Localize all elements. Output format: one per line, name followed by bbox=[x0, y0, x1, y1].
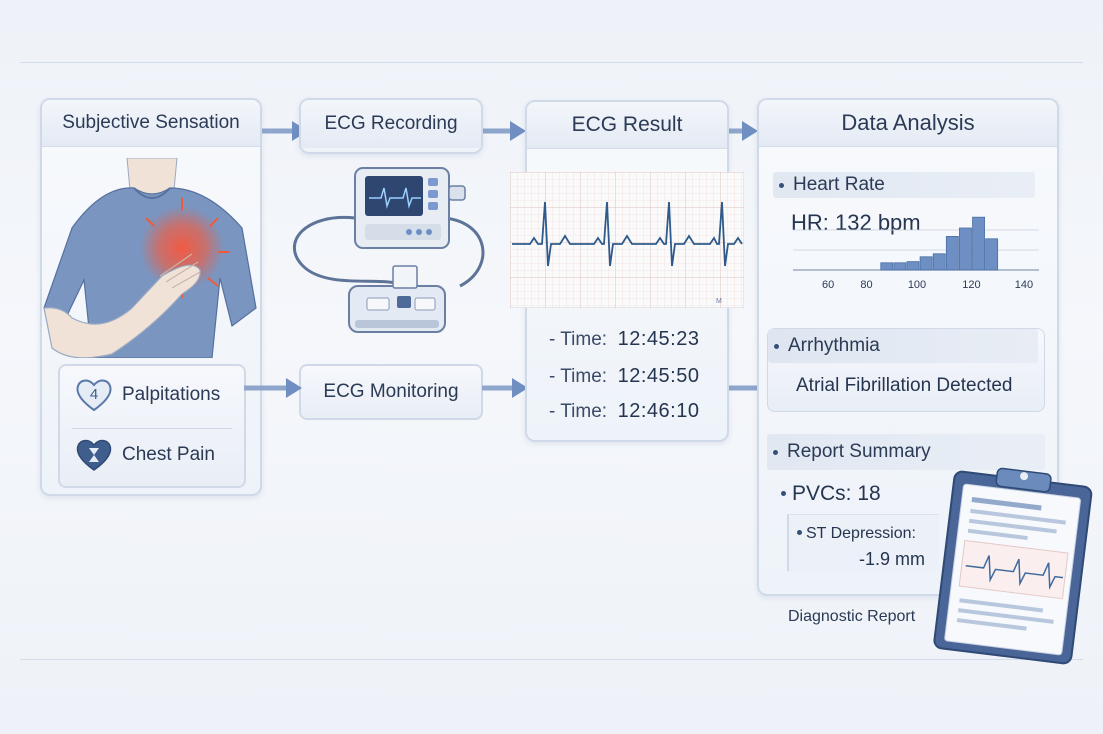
symptom-palpitations: 4 Palpitations bbox=[76, 378, 220, 412]
time-entry: - Time: 12:45:50 bbox=[549, 365, 699, 388]
symptom-divider bbox=[72, 428, 232, 429]
histogram-bar bbox=[907, 262, 919, 270]
x-tick-label: 120 bbox=[962, 279, 980, 291]
histogram-bar bbox=[894, 263, 906, 270]
time-entry: - Time: 12:45:23 bbox=[549, 328, 699, 351]
pvcs-value: PVCs: 18 bbox=[781, 482, 881, 506]
arrow-recording-to-result bbox=[478, 120, 528, 142]
heart-rate-heading: Heart Rate bbox=[773, 172, 1035, 198]
st-depression-value: -1.9 mm bbox=[859, 549, 925, 570]
arrow-monitoring-to-times bbox=[482, 377, 530, 399]
histogram-bar bbox=[986, 239, 998, 270]
chest-pain-label: Chest Pain bbox=[122, 444, 215, 466]
recording-panel: ECG Recording bbox=[299, 98, 483, 154]
analysis-title: Data Analysis bbox=[759, 100, 1057, 147]
bullet-icon bbox=[781, 491, 786, 496]
symptoms-box: 4 Palpitations Chest Pain bbox=[58, 364, 246, 488]
heart-hourglass-icon bbox=[76, 438, 112, 472]
histogram-bar bbox=[920, 257, 932, 270]
bullet-icon bbox=[797, 530, 802, 535]
strip-mark: M bbox=[716, 298, 725, 305]
sensation-title: Subjective Sensation bbox=[42, 100, 260, 147]
bullet-icon bbox=[779, 183, 784, 188]
histogram-bar bbox=[973, 217, 985, 270]
ecg-strip: M bbox=[510, 172, 744, 308]
histogram-bar bbox=[959, 228, 971, 270]
bullet-icon bbox=[774, 344, 779, 349]
monitoring-box: ECG Monitoring bbox=[299, 364, 483, 420]
report-summary-heading: Report Summary bbox=[767, 434, 1045, 470]
arrow-symptoms-to-monitoring bbox=[244, 377, 304, 399]
diagnostic-report-label: Diagnostic Report bbox=[788, 608, 915, 626]
histogram-bar bbox=[881, 263, 893, 270]
st-depression-label: ST Depression: bbox=[797, 525, 916, 543]
st-depression-box: ST Depression: -1.9 mm bbox=[787, 514, 939, 571]
symptom-chest-pain: Chest Pain bbox=[76, 438, 215, 472]
x-tick-label: 60 bbox=[822, 279, 834, 291]
result-title: ECG Result bbox=[527, 102, 727, 149]
ecg-device-illustration bbox=[285, 158, 505, 348]
arrhythmia-box: Arrhythmia Atrial Fibrillation Detected bbox=[767, 328, 1045, 412]
arrhythmia-heading: Arrhythmia bbox=[768, 329, 1038, 363]
x-tick-label: 140 bbox=[1015, 279, 1033, 291]
histogram-bar bbox=[946, 236, 958, 270]
x-tick-label: 80 bbox=[860, 279, 872, 291]
palpitations-badge: 4 bbox=[90, 386, 98, 403]
recording-title: ECG Recording bbox=[301, 100, 481, 148]
x-tick-label: 100 bbox=[908, 279, 926, 291]
heart-rate-histogram: 606080100120140 bbox=[793, 210, 1049, 294]
clipboard-report-illustration bbox=[924, 466, 1094, 666]
bullet-icon bbox=[773, 450, 778, 455]
arrhythmia-finding: Atrial Fibrillation Detected bbox=[796, 375, 1012, 397]
top-rule bbox=[20, 62, 1083, 63]
heart-number-icon: 4 bbox=[76, 378, 112, 412]
sensation-panel: Subjective Sensation bbox=[40, 98, 262, 496]
chest-pain-person-illustration bbox=[42, 158, 260, 358]
monitoring-label: ECG Monitoring bbox=[323, 381, 458, 403]
histogram-bar bbox=[933, 254, 945, 270]
time-entry: - Time: 12:46:10 bbox=[549, 400, 699, 423]
palpitations-label: Palpitations bbox=[122, 384, 220, 406]
